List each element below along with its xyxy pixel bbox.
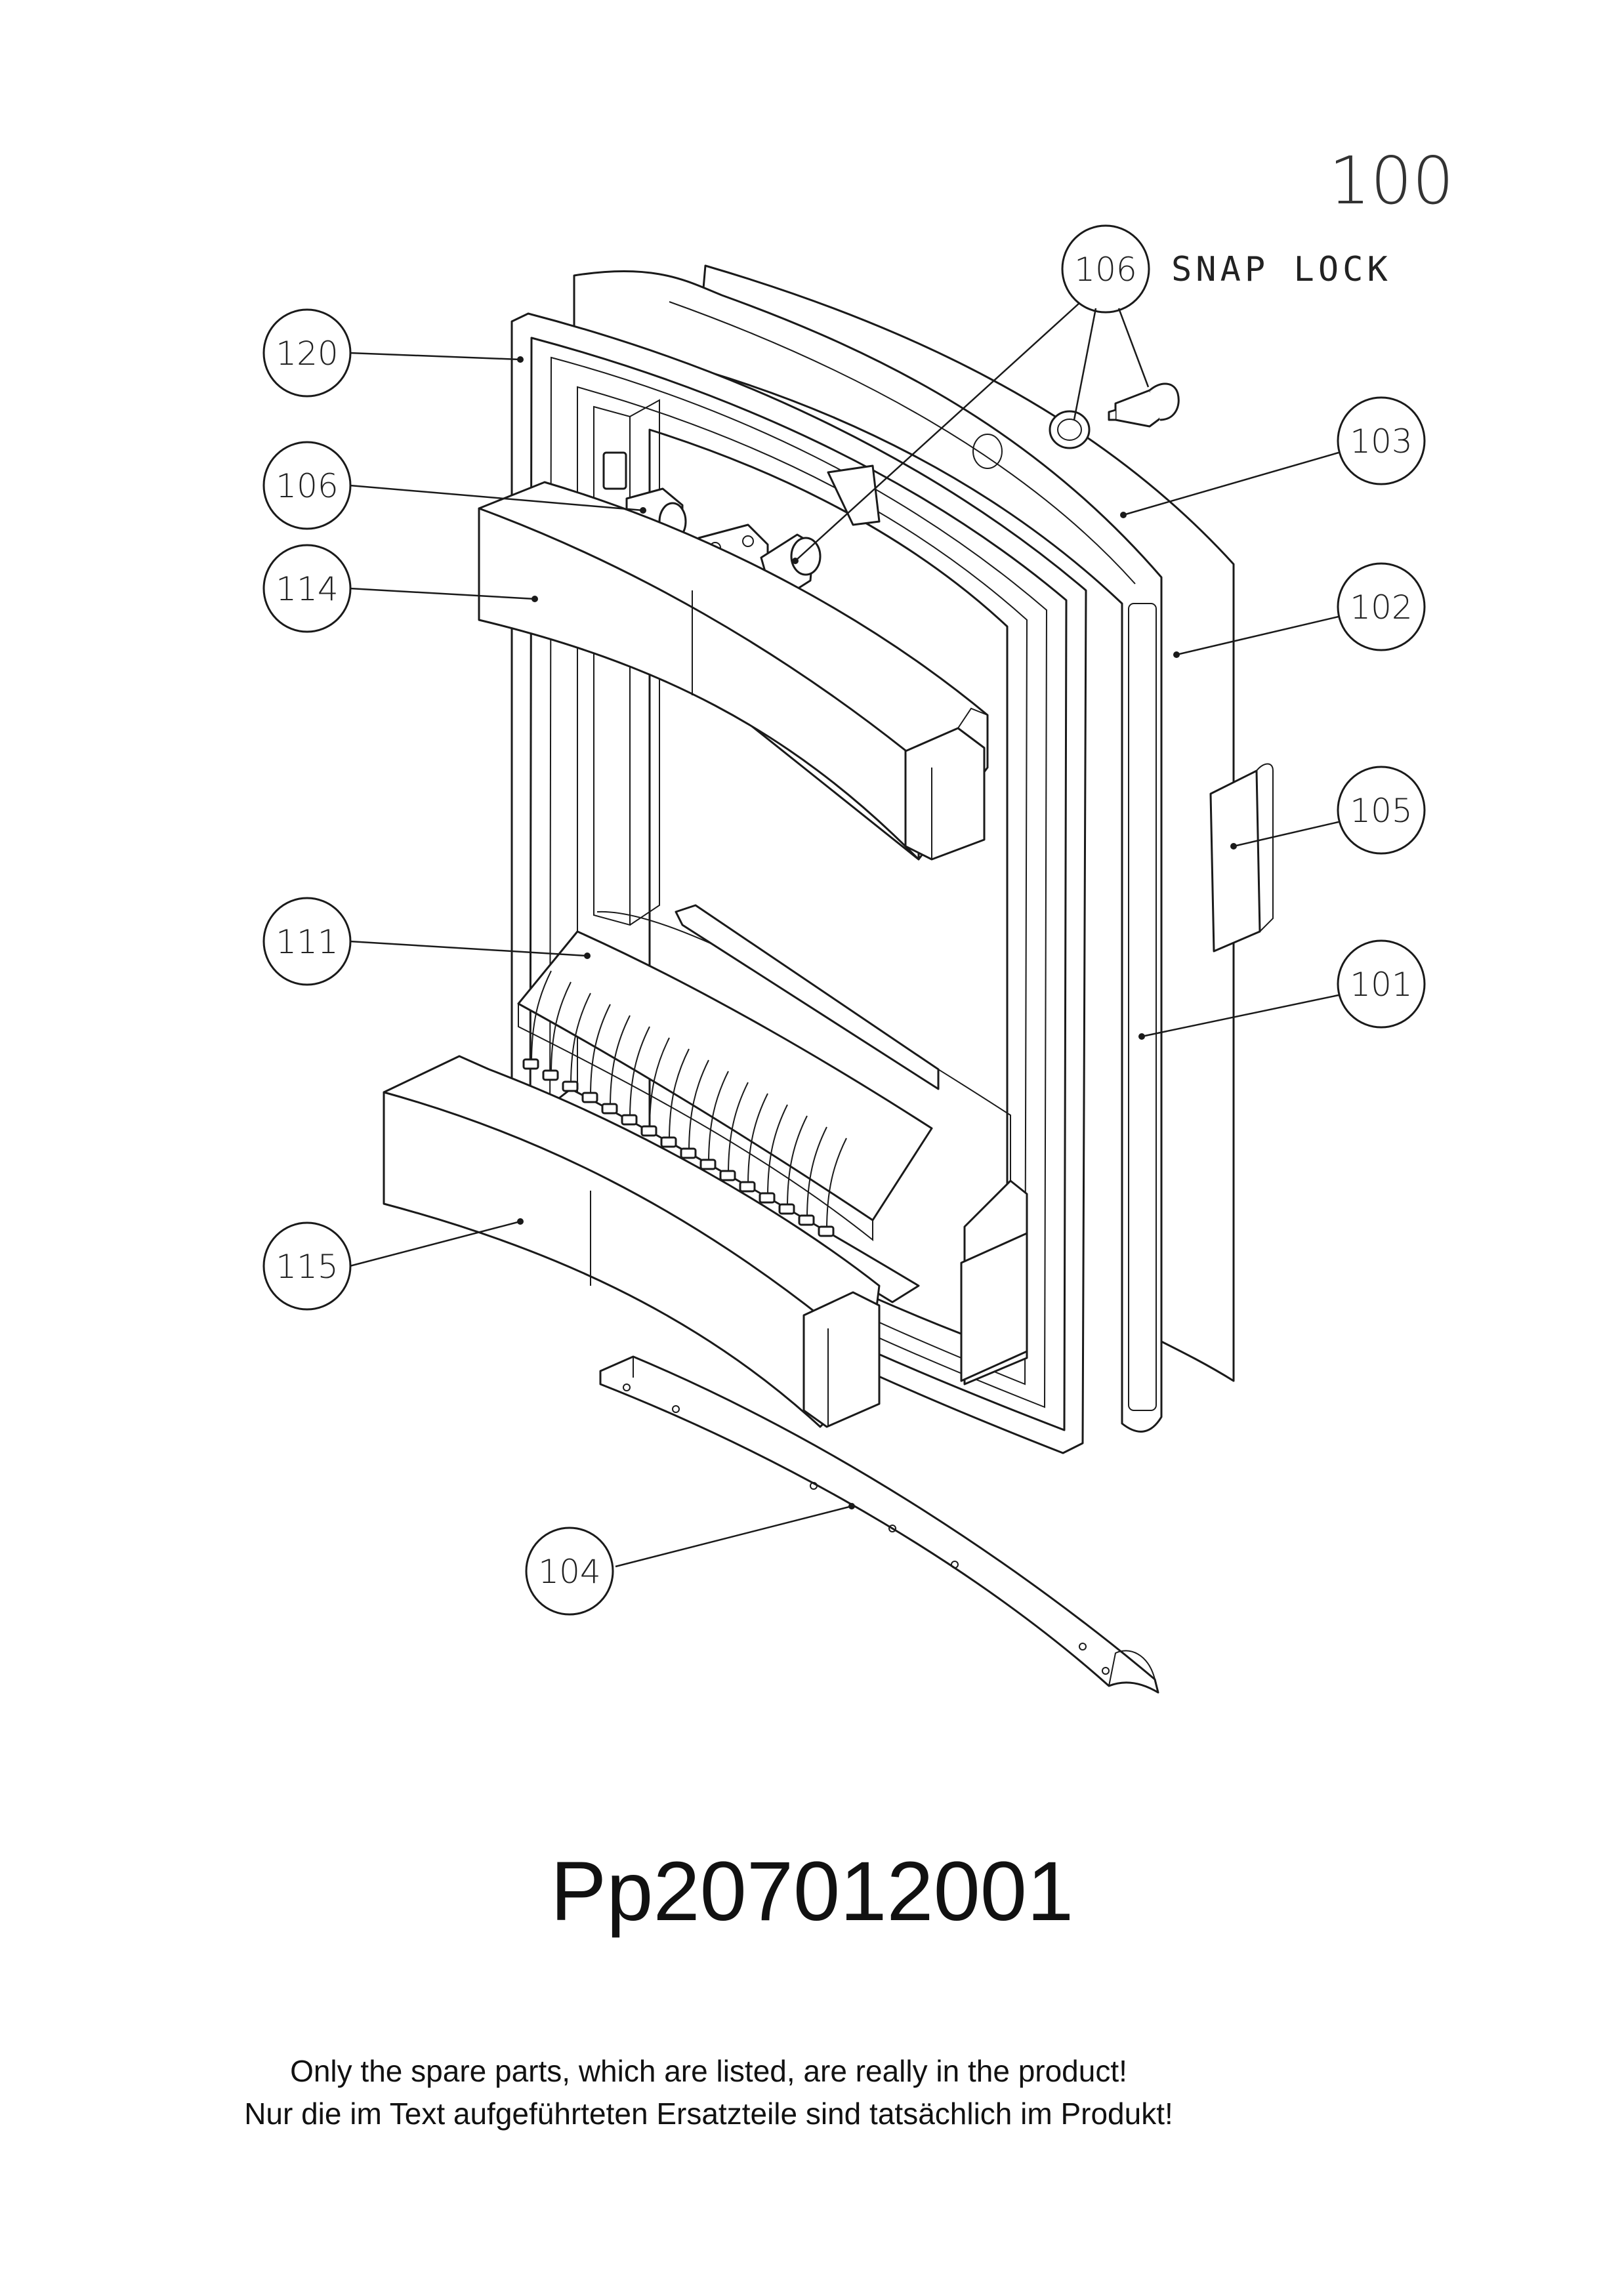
bottom-strip-104 [599,1355,1159,1694]
rack-bar-tip [798,1214,815,1226]
svg-text:120: 120 [276,335,338,373]
rack-bar [590,1004,611,1097]
callout-106-left: 106 [262,441,352,530]
callout-103: 103 [1337,396,1426,485]
rack-bar [570,993,591,1086]
rack-bar-tip [542,1069,559,1081]
rack-bar [708,1071,729,1164]
rack-bar [669,1048,690,1141]
note-english: Only the spare parts, which are listed, … [290,2054,1127,2088]
svg-text:114: 114 [276,570,338,608]
rack-bar [629,1026,650,1119]
rack-bar-tip [581,1092,598,1103]
svg-text:101: 101 [1350,966,1412,1004]
rack-bar-tip [739,1181,756,1193]
svg-text:104: 104 [538,1553,600,1591]
callout-115: 115 [262,1221,352,1311]
svg-text:106: 106 [276,467,338,505]
callout-104: 104 [525,1527,614,1616]
rack-bar-tip [660,1136,677,1148]
rack-bar [610,1015,631,1108]
callout-120: 120 [262,308,352,398]
svg-text:103: 103 [1350,422,1412,461]
svg-text:102: 102 [1350,588,1412,626]
outer-door-panel [573,270,1163,1433]
rack-bar-tip [601,1103,618,1115]
rack-bar [688,1059,709,1153]
rack-bar [531,970,552,1063]
door-handle-105 [1209,763,1274,953]
upper-shelf-114 [478,481,989,861]
note-german: Nur die im Text aufgeführteten Ersatztei… [244,2097,1173,2131]
rack-bar-tip [522,1058,539,1070]
lower-shelf-115 [383,1055,881,1428]
callout-105: 105 [1337,766,1426,855]
rack-bar-tip [719,1170,736,1181]
rack-bar [551,981,572,1075]
callout-101: 101 [1337,939,1426,1029]
rack-bar [649,1037,670,1130]
rack-bar-tip [759,1192,776,1204]
rack-bar-tip [778,1203,795,1215]
callout-111: 111 [262,897,352,986]
rack-bar-tip [818,1225,835,1237]
rack-bar-tip [621,1114,638,1126]
callout-106-top: 106 [1061,224,1150,314]
rack-bar [806,1126,827,1220]
svg-text:106: 106 [1074,251,1136,289]
rack-bar [767,1104,788,1197]
callout-102: 102 [1337,562,1426,651]
assembly-number: 100 [1329,142,1454,219]
callout-114: 114 [262,544,352,633]
snap-lock-label: SNAP LOCK [1171,250,1392,289]
svg-text:111: 111 [276,923,338,961]
svg-text:115: 115 [276,1248,338,1286]
rack-bar-tip [640,1125,657,1137]
rack-bar [787,1115,808,1208]
rack-bar [728,1082,749,1175]
rack-bar-tip [680,1147,697,1159]
key-and-cylinder [1049,382,1180,449]
part-number: Pp207012001 [550,1845,1074,1938]
svg-text:105: 105 [1350,792,1412,830]
rack-bar [747,1093,768,1186]
lower-liner-floor [596,904,1028,1385]
rack-bar [826,1138,847,1231]
rack-bar-tip [699,1158,717,1170]
leader-lines [349,302,1339,1568]
rack-bar-tip [562,1080,579,1092]
